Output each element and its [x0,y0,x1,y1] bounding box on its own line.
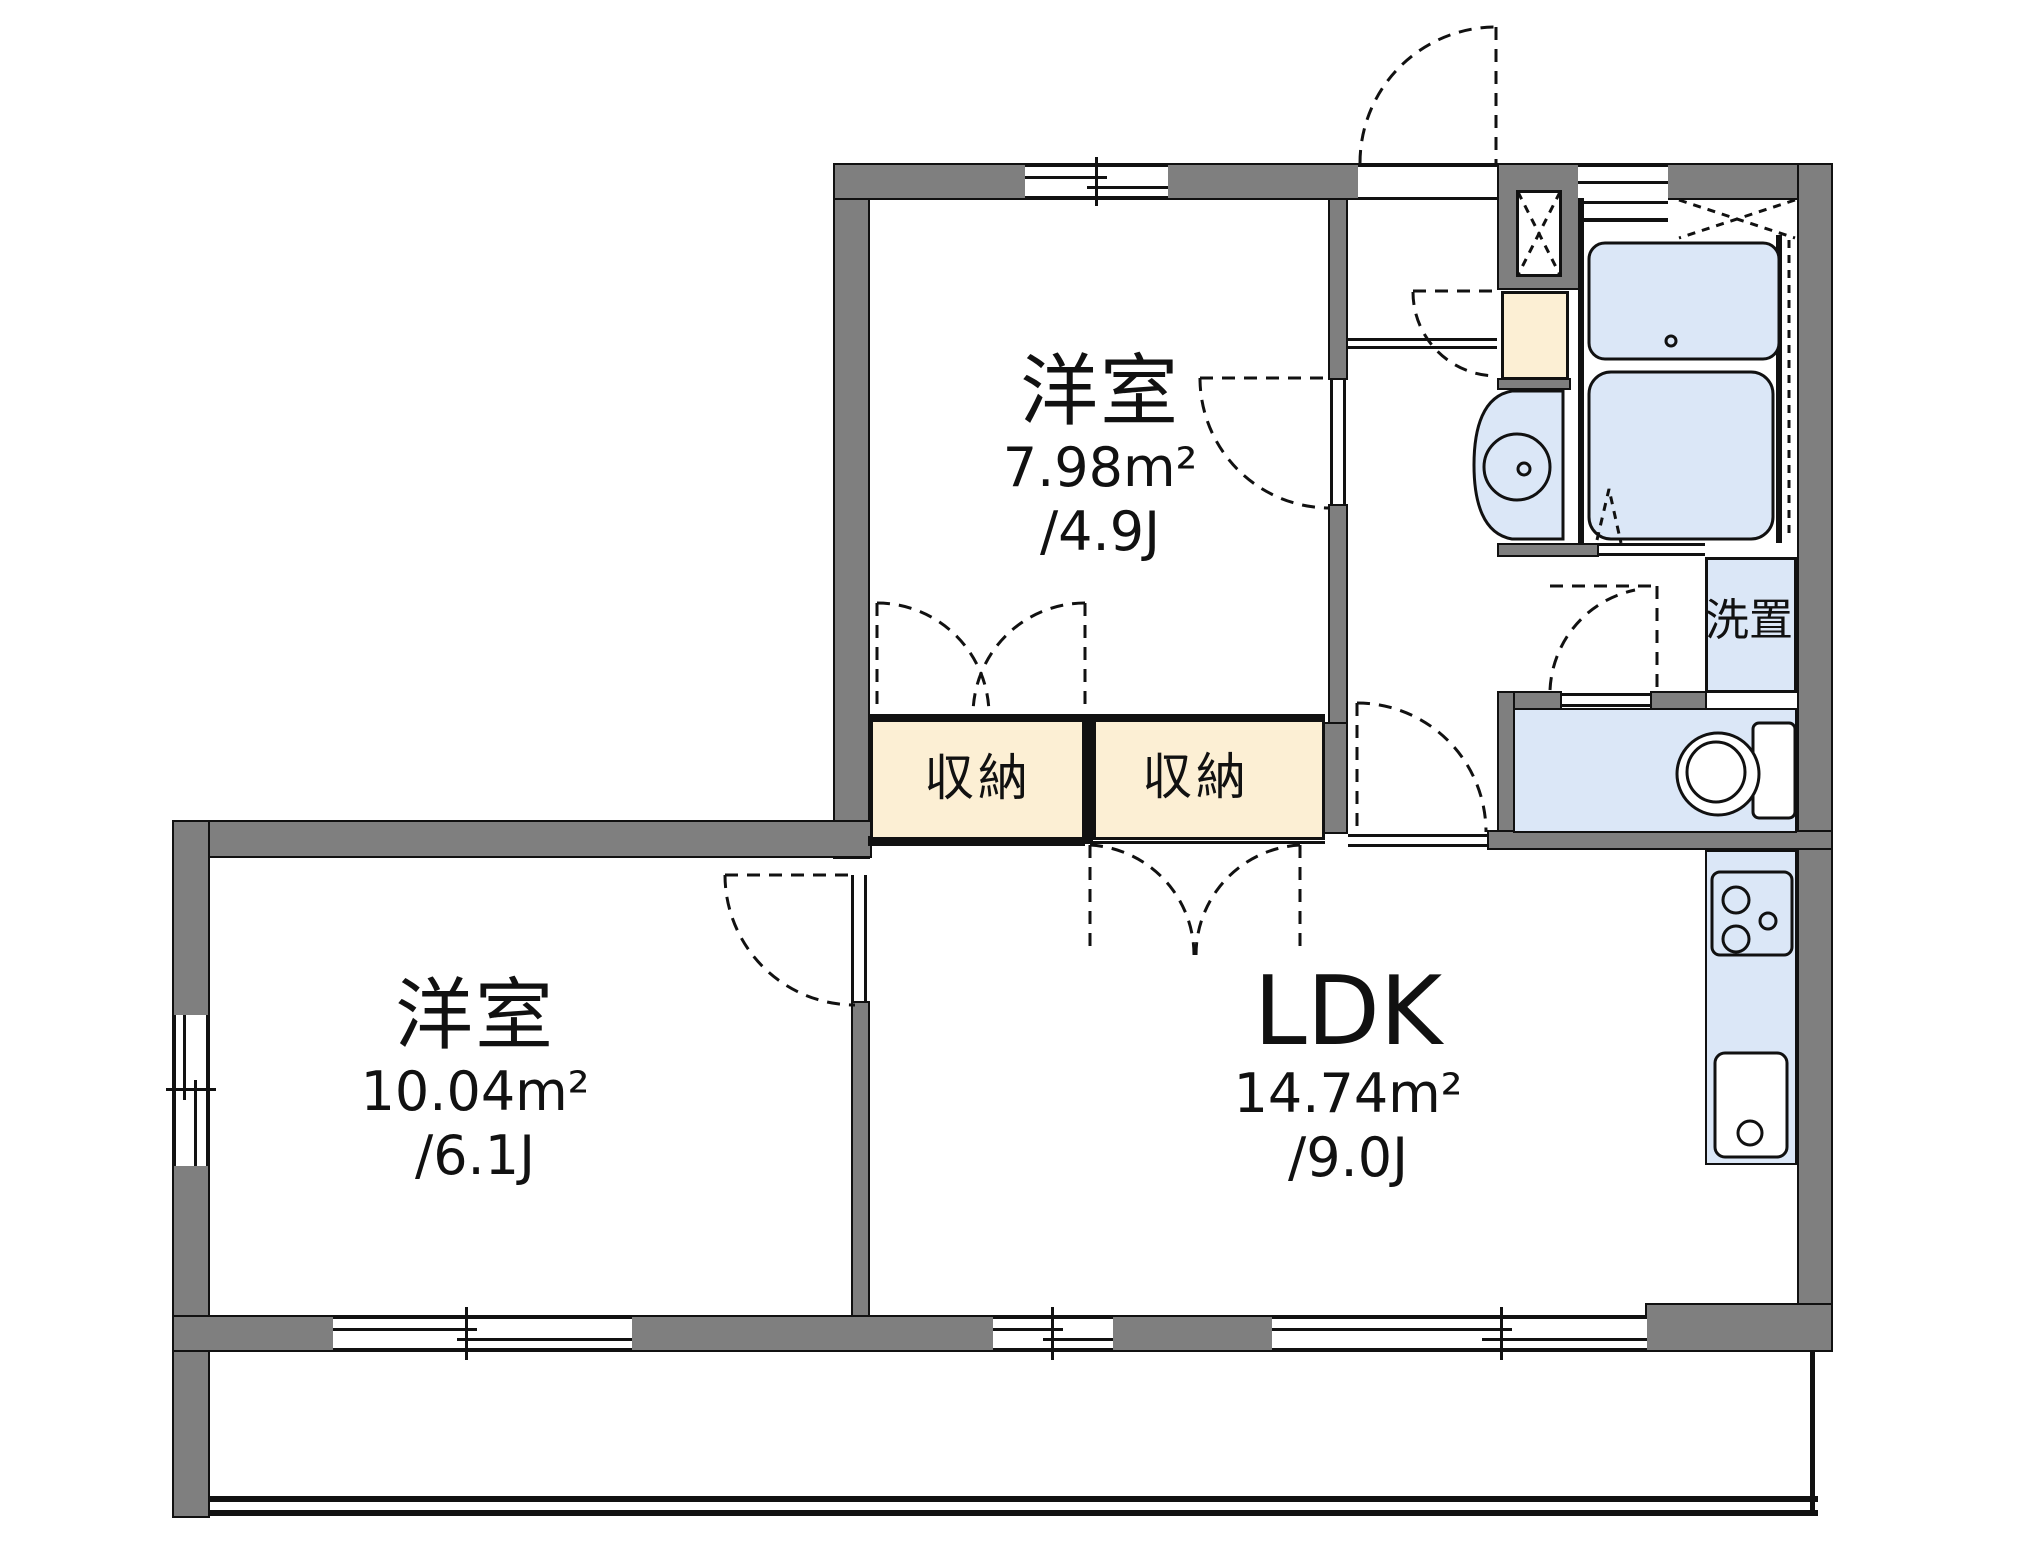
toproom-door-swing [1198,376,1331,510]
ldk-name: LDK [1253,957,1443,1067]
window-bath [1578,163,1668,222]
stove [1710,870,1794,957]
bedroomleft-door-swing [723,873,856,1007]
genkan-step-2 [1348,346,1497,349]
washroom-door-swing [1411,289,1498,378]
bath-right-line [1776,235,1782,543]
divider-door-line-2 [864,875,867,1001]
bedroom-top-tatami: /4.9J [1039,500,1160,563]
wall-washroom-bottom [1497,543,1599,557]
ldk-tatami: /9.0J [1288,1126,1408,1189]
wall-right [1797,163,1833,1340]
closet-bottom-line-left [868,836,1085,846]
shoe-cabinet [1501,291,1569,380]
bedroom-left-area: 10.04m² [360,1060,590,1123]
window-bottom-1 [333,1307,632,1360]
closet-right-label: 収納 [1142,748,1250,806]
toilet-door-threshold-1 [1562,693,1650,696]
storage-closet-right [1093,719,1325,840]
bathtub [1587,370,1775,544]
toproom-door-line-2 [1343,378,1346,506]
washroom-threshold-2 [1599,553,1705,556]
closet-bottom-line-right-2 [1085,841,1325,844]
wall-bedroomleft-top [172,820,872,858]
shaft-x-icon [1516,191,1562,276]
divider-door-line-1 [851,875,854,1001]
wall-hall-closet [1323,722,1348,834]
bath-folding-door-icon [1678,198,1796,540]
kitchen-sink [1713,1051,1789,1159]
storage-closet-left [870,719,1085,840]
entrance-opening [1358,163,1497,200]
wall-bottom-c [1111,1315,1274,1352]
bedroom-top-name: 洋室 [1019,347,1181,437]
closet-left-door-swing [875,601,1087,716]
bedroom-left-tatami: /6.1J [415,1124,535,1187]
wall-bottom-a [172,1315,337,1352]
entrance-door-swing [1358,25,1498,164]
window-left [166,1015,216,1166]
toproom-door-line-1 [1330,378,1333,506]
toilet-door-threshold-2 [1562,704,1650,707]
balcony-right-line [1810,1352,1815,1510]
balcony-edge-2 [208,1510,1818,1516]
genkan-step-1 [1348,338,1497,341]
closet-divider [1083,720,1093,842]
laundry-space [1705,557,1797,693]
washroom-threshold-1 [1599,543,1705,546]
toilet [1675,721,1797,820]
wash-basin [1472,389,1565,541]
bedroom-left-name: 洋室 [394,971,555,1061]
bath-washing-area [1587,241,1781,361]
closet-right-door-swing [1088,843,1302,956]
window-bottom-2 [993,1307,1113,1360]
balcony-edge-1 [208,1496,1818,1502]
wall-top-b [1166,163,1362,200]
toilet-door-swing [1548,584,1659,695]
closet-left-label: 収納 [924,749,1032,807]
bath-left-wall-line [1578,198,1584,543]
ldk-area: 14.74m² [1233,1062,1463,1125]
window-balcony-door [1272,1307,1647,1360]
laundry-label: 洗置 [1705,595,1793,646]
bedroom-top-area: 7.98m² [1002,436,1198,499]
wall-left-upper [172,820,210,1019]
closet-top-line-left [868,714,1085,719]
room-label-bedroom-top: 洋室 7.98m² /4.9J [1003,348,1197,564]
wall-top-a [833,163,1029,200]
room-label-ldk: LDK 14.74m² /9.0J [1234,962,1463,1190]
room-label-bedroom-left: 洋室 10.04m² /6.1J [361,972,590,1188]
ldk-door-swing [1355,701,1488,833]
ldk-door-threshold-1 [1348,834,1487,837]
wall-bottom-corner [1645,1303,1833,1352]
ldk-door-threshold-2 [1348,844,1487,847]
wall-toproom-right-upper [1328,198,1348,380]
window-toproom [1025,157,1168,206]
wall-toproom-left [833,198,870,859]
